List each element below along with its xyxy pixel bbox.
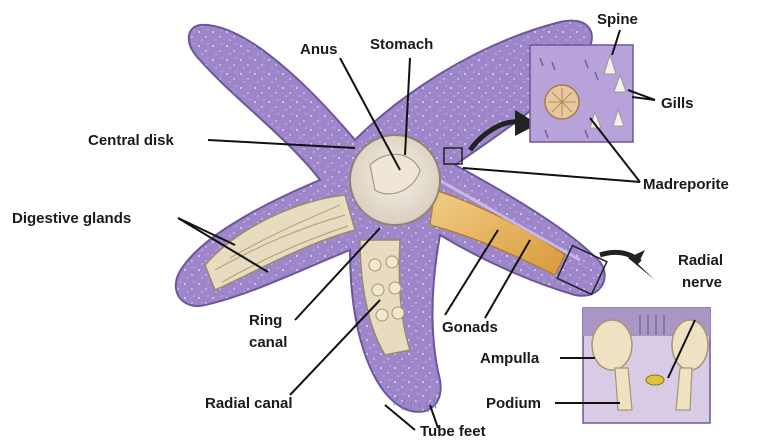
label-central-disk: Central disk — [88, 132, 175, 149]
label-radial-nerve-line1: Radial — [678, 252, 723, 269]
label-tube-feet: Tube feet — [420, 423, 486, 438]
label-ampulla: Ampulla — [480, 350, 540, 367]
inset-surface — [530, 45, 633, 142]
label-madreporite: Madreporite — [643, 176, 729, 193]
label-gonads: Gonads — [442, 319, 498, 336]
label-ring-canal-line1: Ring — [249, 312, 282, 329]
label-anus: Anus — [300, 41, 338, 58]
inset-tube-feet — [583, 308, 710, 423]
label-gills: Gills — [661, 95, 694, 112]
label-spine: Spine — [597, 11, 638, 28]
label-ring-canal-line2: canal — [249, 334, 287, 351]
label-podium: Podium — [486, 395, 541, 412]
central-disk-illustration — [350, 135, 440, 225]
radial-nerve-shape — [646, 375, 664, 385]
label-stomach: Stomach — [370, 36, 433, 53]
label-radial-nerve-line2: nerve — [682, 274, 722, 291]
ampulla-shape — [592, 320, 632, 370]
label-digestive-glands: Digestive glands — [12, 210, 131, 227]
label-radial-canal: Radial canal — [205, 395, 293, 412]
